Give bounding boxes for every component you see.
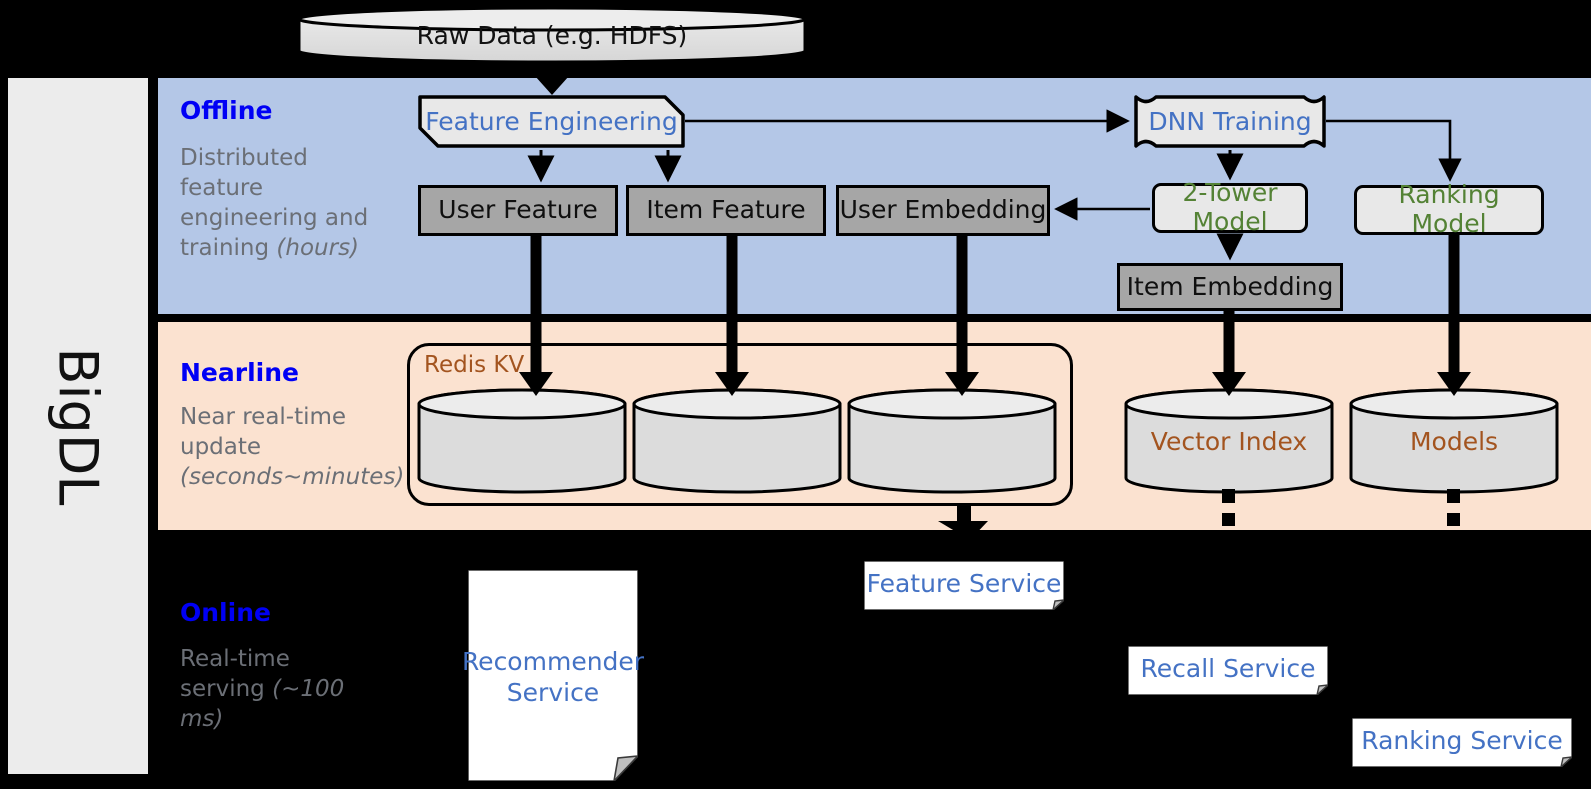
redis-store-3-label (847, 388, 1057, 494)
feature-engineering-node[interactable]: Feature Engineering (418, 95, 685, 148)
raw-data-label: Raw Data (e.g. HDFS) (416, 20, 688, 50)
redis-store-2-label (632, 388, 842, 494)
recall-service-label: Recall Service (1140, 653, 1316, 683)
feature-service-node[interactable]: Feature Service (864, 561, 1064, 610)
item-embedding-label: Item Embedding (1126, 271, 1334, 301)
dnn-training-label: DNN Training (1148, 107, 1312, 136)
bigdl-label: BigDL (46, 347, 110, 505)
feature-service-label: Feature Service (866, 568, 1062, 598)
user-embedding-label: User Embedding (839, 195, 1047, 225)
user-feature-node[interactable]: User Feature (418, 185, 618, 236)
band-divider-nearline-online (158, 530, 1591, 537)
redis-kv-label: Redis KV (424, 352, 525, 378)
item-embedding-node[interactable]: Item Embedding (1117, 263, 1343, 311)
redis-store-1-label (417, 388, 627, 494)
dnn-training-node[interactable]: DNN Training (1134, 95, 1326, 148)
recommender-service-label: Recommender Service (461, 646, 645, 707)
offline-subtitle: Distributed feature engineering and trai… (180, 145, 369, 261)
recommender-service-node[interactable]: Recommender Service (461, 570, 645, 781)
item-feature-label: Item Feature (646, 195, 806, 225)
ranking-model-label: Ranking Model (1398, 180, 1500, 238)
recall-service-node[interactable]: Recall Service (1128, 646, 1328, 695)
vector-index-label: Vector Index (1150, 426, 1308, 456)
redis-store-1 (417, 388, 627, 494)
band-divider-top (158, 72, 1591, 78)
offline-title: Offline (180, 96, 273, 125)
redis-store-3 (847, 388, 1057, 494)
user-feature-label: User Feature (438, 195, 598, 225)
models-label: Models (1409, 426, 1499, 456)
raw-data-store: Raw Data (e.g. HDFS) (297, 6, 807, 64)
ranking-service-label: Ranking Service (1361, 725, 1563, 755)
user-embedding-node[interactable]: User Embedding (836, 185, 1050, 236)
redis-store-2 (632, 388, 842, 494)
two-tower-model-label: 2-Tower Model (1182, 178, 1278, 236)
vector-index-store[interactable]: Vector Index (1124, 388, 1334, 494)
online-subtitle: Real-time serving (~100 ms) (180, 646, 345, 732)
bigdl-framework-rail: BigDL (8, 78, 148, 774)
nearline-title: Nearline (180, 358, 299, 387)
redis-kv-container (407, 343, 1073, 506)
item-feature-node[interactable]: Item Feature (626, 185, 826, 236)
band-divider-offline-nearline (158, 314, 1591, 322)
ranking-model-node[interactable]: Ranking Model (1354, 180, 1544, 238)
models-store[interactable]: Models (1349, 388, 1559, 494)
two-tower-model-node[interactable]: 2-Tower Model (1152, 178, 1308, 236)
nearline-subtitle: Near real-time update (seconds~minutes) (180, 404, 405, 490)
feature-engineering-label: Feature Engineering (425, 107, 678, 136)
ranking-service-node[interactable]: Ranking Service (1352, 718, 1572, 767)
online-title: Online (180, 598, 271, 627)
